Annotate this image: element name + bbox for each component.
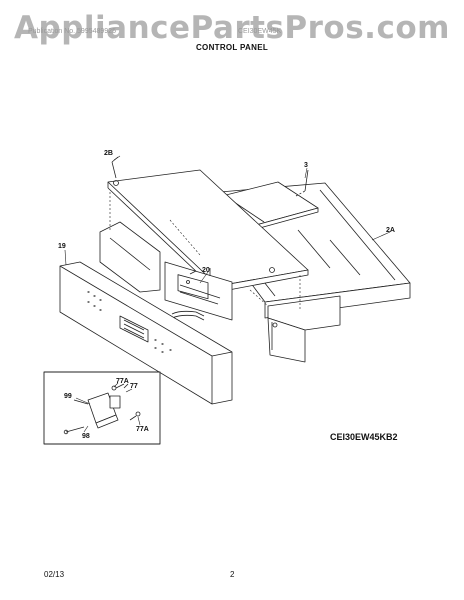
callout-99: 99 [64,393,72,400]
part-19-front-panel [59,261,233,405]
footer-date: 02/13 [44,570,65,579]
publication-number: Publication No. 5995489925 [28,28,116,35]
page-number: 2 [230,570,235,579]
watermark: AppliancePartsPros.com [14,10,450,46]
model-number: CEI30EW45KB2 [330,432,398,442]
header-model: CEI30EW45K [238,28,282,35]
inset-box [43,371,161,445]
callout-77a-bottom: 77A [136,426,149,433]
page-title: CONTROL PANEL [195,43,269,52]
callout-3: 3 [304,162,308,169]
part-2b-top-bracket [107,156,309,293]
callout-19: 19 [58,243,66,250]
callout-20: 20 [202,267,210,274]
left-bracket [99,221,161,293]
callout-77: 77 [130,383,138,390]
part-20-control-board [164,261,233,321]
callout-2a: 2A [386,227,395,234]
callout-98: 98 [82,433,90,440]
callout-77a-top: 77A [116,378,129,385]
callout-2b: 2B [104,150,113,157]
right-bracket [267,295,341,363]
